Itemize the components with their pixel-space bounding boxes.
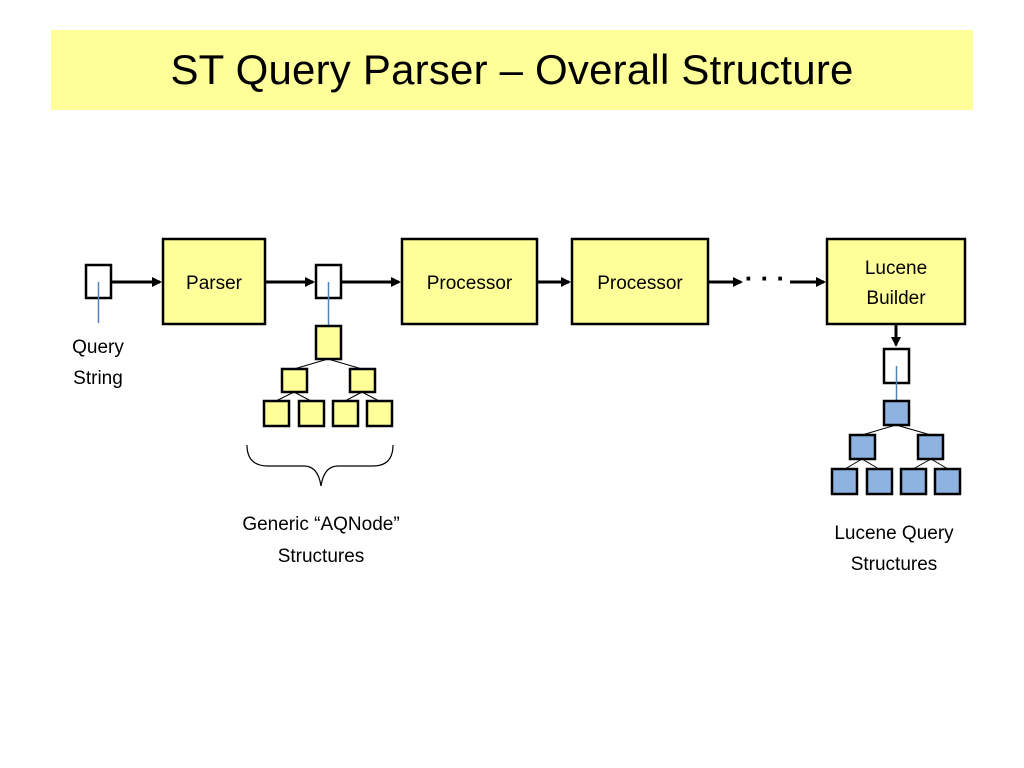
- lucene-builder-label-line1: Lucene: [865, 258, 927, 279]
- lucene-leaf: [865, 467, 894, 496]
- title-banner: ST Query Parser – Overall Structure: [51, 30, 973, 110]
- parser-box: Parser: [161, 237, 267, 326]
- aqnode-caption-line1: Generic “AQNode”: [242, 514, 399, 535]
- aqnode-brace: [246, 444, 394, 487]
- processor-2-label: Processor: [597, 273, 683, 294]
- lucene-leaf: [830, 467, 859, 496]
- lucene-root: [882, 399, 911, 427]
- query-string-caption-line1: Query: [72, 337, 124, 358]
- lucene-child: [848, 433, 877, 461]
- aqnode-child: [348, 367, 377, 394]
- query-string-caption-line2: String: [73, 368, 123, 389]
- lucene-child: [916, 433, 945, 461]
- lucene-builder-box: Lucene Builder: [825, 237, 967, 326]
- lucene-tree: [830, 399, 962, 496]
- lucene-leaf: [899, 467, 928, 496]
- lucene-caption-line1: Lucene Query: [834, 523, 954, 544]
- aqnode-leaf: [331, 399, 360, 428]
- aqnode-root: [314, 324, 343, 361]
- slide-title: ST Query Parser – Overall Structure: [170, 46, 854, 93]
- lucene-builder-label-line2: Builder: [866, 288, 926, 309]
- lucene-leaf: [933, 467, 962, 496]
- aqnode-tree: [262, 324, 394, 428]
- pipeline-ellipsis: · · ·: [745, 263, 785, 293]
- processor-1-label: Processor: [427, 273, 513, 294]
- lucene-caption-line2: Structures: [851, 554, 938, 575]
- aqnode-leaf: [262, 399, 291, 428]
- aqnode-leaf: [297, 399, 326, 428]
- aqnode-caption-line2: Structures: [278, 546, 365, 567]
- processor-box-1: Processor: [400, 237, 539, 326]
- parser-label: Parser: [186, 273, 243, 294]
- aqnode-child: [280, 367, 309, 394]
- processor-box-2: Processor: [570, 237, 710, 326]
- aqnode-leaf: [365, 399, 394, 428]
